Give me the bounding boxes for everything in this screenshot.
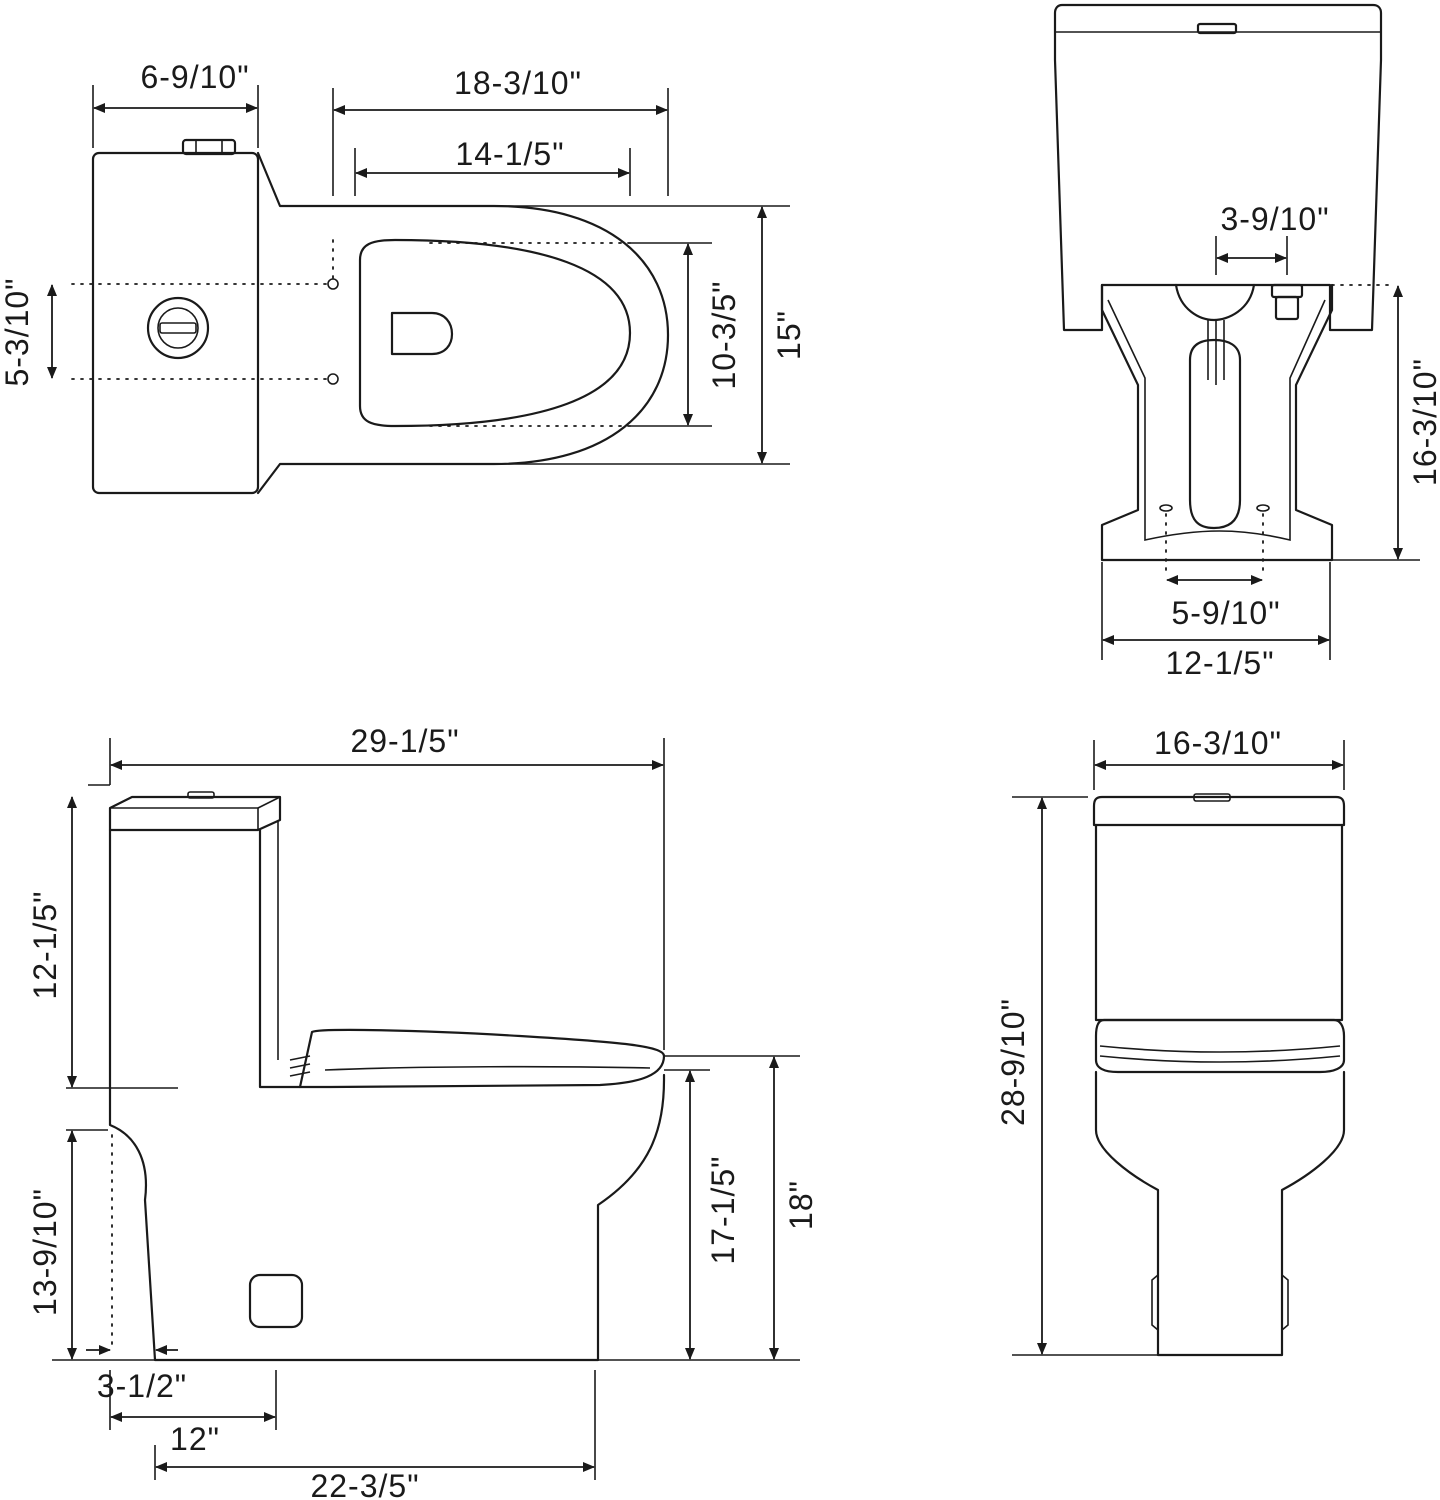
front-view: 16-3/10" 28-9/10": [995, 725, 1346, 1357]
label-tank-depth: 6-9/10": [140, 59, 249, 95]
label-rough-in: 12": [170, 1421, 220, 1457]
top-view-outline: [71, 138, 670, 495]
label-base-width: 12-1/5": [1165, 645, 1274, 681]
label-seat-height-no-lid: 17-1/5": [705, 1155, 741, 1264]
rear-view: 3-9/10" 16-3/10" 5-9/10" 12-1/5": [1053, 3, 1440, 681]
label-floor-bolt-spacing: 5-9/10": [1171, 595, 1280, 631]
label-bolt-spacing: 5-3/10": [0, 277, 35, 386]
label-seat-opening-length: 14-1/5": [455, 136, 564, 172]
label-seat-height-with-lid: 18": [783, 1180, 819, 1230]
label-base-length: 22-3/5": [310, 1468, 419, 1500]
label-tank-width: 16-3/10": [1154, 725, 1282, 761]
label-supply-offset: 3-9/10": [1220, 201, 1329, 237]
label-tank-height: 12-1/5": [27, 890, 63, 999]
front-view-outline: [1092, 793, 1346, 1357]
side-view: 29-1/5" 12-1/5" 13-9/10" 17-1/5" 18" 3-1…: [27, 723, 819, 1500]
label-overall-height: 28-9/10": [995, 998, 1031, 1126]
label-overall-length: 29-1/5": [350, 723, 459, 759]
side-view-outline: [108, 791, 666, 1362]
rear-view-outline: [1053, 3, 1396, 576]
label-seat-width: 10-3/5": [706, 280, 742, 389]
label-supply-height: 16-3/10": [1407, 358, 1440, 486]
label-seat-to-front-outer: 18-3/10": [454, 65, 582, 101]
label-tank-to-floor: 13-9/10": [27, 1188, 63, 1316]
label-overall-width: 15": [771, 310, 807, 360]
top-view: 6-9/10" 18-3/10" 14-1/5" 10-3/5" 15" 5-3…: [0, 59, 807, 495]
label-back-offset: 3-1/2": [97, 1368, 187, 1404]
